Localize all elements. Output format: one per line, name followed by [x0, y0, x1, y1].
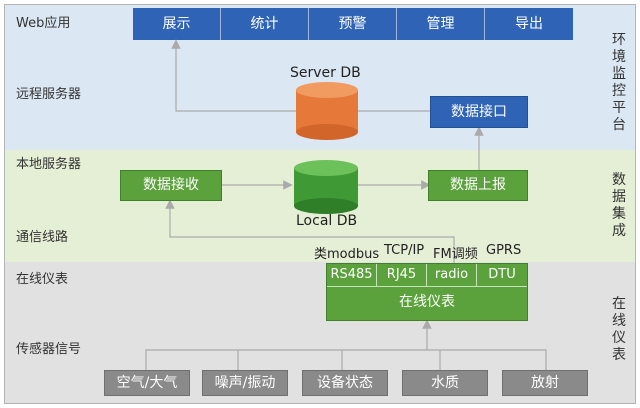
tab-export[interactable]: 导出	[485, 8, 573, 40]
label-sensor-signal: 传感器信号	[16, 342, 82, 357]
sensor-radiation: 放射	[502, 370, 588, 396]
port-rs485: RS485	[327, 264, 377, 286]
server-db-cylinder	[296, 82, 358, 140]
tab-statistics[interactable]: 统计	[221, 8, 309, 40]
port-divider	[327, 286, 527, 287]
data-report-box: 数据上报	[428, 170, 528, 201]
protocol-gprs: GPRS	[486, 243, 522, 258]
port-rj45: RJ45	[377, 264, 427, 286]
tab-display[interactable]: 展示	[133, 8, 221, 40]
port-radio: radio	[427, 264, 477, 286]
data-interface-box: 数据接口	[430, 96, 528, 128]
label-online-instrument: 在线仪表	[16, 272, 69, 287]
outer-border	[4, 4, 636, 404]
protocol-fm: FM调频	[433, 247, 478, 262]
sensor-water: 水质	[402, 370, 488, 396]
line-sensor-bus	[145, 349, 547, 370]
line-instrument-to-receive	[165, 199, 455, 263]
label-communication-line: 通信线路	[16, 230, 69, 245]
data-receive-box: 数据接收	[120, 170, 222, 201]
label-data-collection: 数据集成	[612, 172, 626, 239]
server-db-label: Server DB	[290, 65, 361, 81]
online-instrument-block: RS485 RJ45 radio DTU 在线仪表	[326, 263, 528, 321]
online-instrument-title: 在线仪表	[399, 294, 455, 310]
label-local-server: 本地服务器	[16, 157, 82, 172]
tab-alert[interactable]: 预警	[309, 8, 397, 40]
label-remote-server: 远程服务器	[16, 87, 82, 102]
tab-management[interactable]: 管理	[397, 8, 485, 40]
local-db-label: Local DB	[296, 213, 358, 229]
sensor-device-status: 设备状态	[302, 370, 388, 396]
protocol-tcpip: TCP/IP	[384, 243, 425, 258]
port-dtu: DTU	[488, 267, 516, 282]
local-db-cylinder	[294, 160, 358, 214]
label-web-app: Web应用	[16, 16, 71, 31]
label-env-platform: 环境监控平台	[612, 32, 626, 133]
protocol-modbus: 类modbus	[314, 247, 380, 262]
sensor-air: 空气/大气	[104, 370, 190, 396]
label-online-instrument-vertical: 在线仪表	[612, 296, 626, 363]
sensor-noise: 噪声/振动	[202, 370, 288, 396]
